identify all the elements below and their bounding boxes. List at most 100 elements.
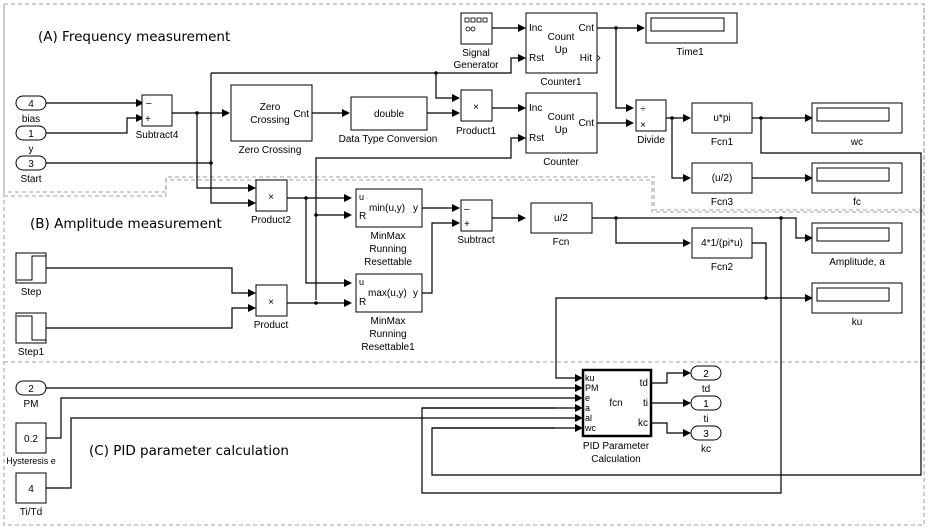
block-label: Resettable1 <box>361 342 415 353</box>
block-expression: max(u,y) <box>368 288 407 299</box>
display-fc[interactable]: fc <box>811 162 903 208</box>
inport-bias[interactable]: 4 bias <box>15 95 47 125</box>
port-label-cnt: Cnt <box>293 109 309 120</box>
block-label: Zero Crossing <box>239 145 302 156</box>
block-text: Up <box>555 45 568 56</box>
counter1-block[interactable]: Inc Rst Count Up Cnt Hit Counter1 <box>525 12 601 88</box>
fcn3-block[interactable]: (u/2) Fcn3 <box>691 162 753 208</box>
pid-parameter-calculation-block[interactable]: ku PM e a al wc fcn td ti kc PID Paramet… <box>581 368 653 465</box>
port-label-rst: Rst <box>529 53 544 64</box>
section-title-amplitude: (B) Amplitude measurement <box>30 216 222 232</box>
port-label-al: al <box>585 413 592 423</box>
subtract-block[interactable]: – + Subtract <box>457 199 495 246</box>
constant-value: 0.2 <box>24 434 38 445</box>
constant-ti-td[interactable]: 4 Ti/Td <box>15 472 47 518</box>
block-text: Up <box>555 125 568 136</box>
subtract4-block[interactable]: – + Subtract4 <box>136 94 179 141</box>
divide-icon: ÷ <box>640 104 646 115</box>
region-b-amplitude <box>4 179 924 213</box>
section-title-frequency: (A) Frequency measurement <box>38 29 230 45</box>
inport-label: PM <box>24 399 39 410</box>
step1-block[interactable]: Step1 <box>15 312 47 358</box>
arrowheads <box>136 24 813 437</box>
port-label-rst: Rst <box>529 133 544 144</box>
signal-generator-block[interactable]: Signal Generator <box>453 12 499 71</box>
inport-y[interactable]: 1 y <box>15 125 47 155</box>
signal-wires <box>46 27 922 494</box>
port-label-u: u <box>359 277 364 287</box>
minus-sign: – <box>146 98 152 109</box>
hit-port-icon <box>596 54 601 62</box>
outport-label: td <box>702 384 710 395</box>
minmax-running-resettable1-block[interactable]: u R max(u,y) y MinMax Running Resettable… <box>355 273 423 353</box>
inport-number: 3 <box>28 159 34 170</box>
counter-block[interactable]: Inc Rst Count Up Cnt Counter <box>525 92 598 168</box>
block-label: Step1 <box>18 347 45 358</box>
block-label: MinMax <box>370 231 405 242</box>
block-text: double <box>374 109 404 120</box>
minmax-running-resettable-block[interactable]: u R min(u,y) y MinMax Running Resettable <box>355 188 423 268</box>
step-up-icon <box>17 255 46 281</box>
fcn1-block[interactable]: u*pi Fcn1 <box>691 102 753 148</box>
block-label: Fcn <box>553 237 570 248</box>
block-label: Running <box>369 329 406 340</box>
block-label: Time1 <box>676 47 704 58</box>
block-label: Calculation <box>591 454 640 465</box>
outport-td[interactable]: 2 td <box>690 365 722 395</box>
product2-block[interactable]: × Product2 <box>251 179 291 226</box>
fcn-block[interactable]: u/2 Fcn <box>530 202 593 248</box>
block-text: fcn <box>609 398 622 409</box>
divide-block[interactable]: ÷ × Divide <box>635 99 667 146</box>
port-label-inc: Inc <box>529 23 542 34</box>
step-block[interactable]: Step <box>15 252 47 298</box>
outport-ti[interactable]: 1 ti <box>690 395 722 425</box>
port-label-wc: wc <box>584 423 596 433</box>
step-down-icon <box>17 315 46 341</box>
constant-value: 4 <box>28 484 34 495</box>
block-label: Resettable <box>364 257 412 268</box>
zero-crossing-block[interactable]: Zero Crossing Cnt Zero Crossing <box>230 84 313 156</box>
outport-label: kc <box>701 444 711 455</box>
product-block[interactable]: × Product <box>254 284 289 331</box>
block-label: wc <box>850 137 863 148</box>
plus-sign: + <box>464 219 470 230</box>
section-title-pid: (C) PID parameter calculation <box>89 443 289 459</box>
constant-label: Hysteresis e <box>6 456 56 466</box>
fcn2-block[interactable]: 4*1/(pi*u) Fcn2 <box>691 227 753 273</box>
port-label-e: e <box>585 393 590 403</box>
display-ku[interactable]: ku <box>811 282 903 328</box>
block-expression: 4*1/(pi*u) <box>701 238 743 249</box>
port-label-r: R <box>359 297 366 308</box>
display-time1[interactable]: Time1 <box>645 12 738 58</box>
block-expression: u/2 <box>554 213 568 224</box>
block-label: Step <box>21 287 42 298</box>
port-label-r: R <box>359 211 366 222</box>
block-label: Running <box>369 244 406 255</box>
outport-number: 2 <box>703 369 709 380</box>
port-label-inc: Inc <box>529 103 542 114</box>
block-label: Subtract4 <box>136 130 179 141</box>
block-expression: min(u,y) <box>369 203 405 214</box>
inport-pm[interactable]: 2 PM <box>15 380 47 410</box>
inport-start[interactable]: 3 Start <box>15 155 47 185</box>
block-label: MinMax <box>370 316 405 327</box>
outport-kc[interactable]: 3 kc <box>690 425 722 455</box>
constant-hysteresis[interactable]: 0.2 Hysteresis e <box>6 422 56 466</box>
block-label: fc <box>853 197 861 208</box>
block-label: Amplitude, a <box>829 257 885 268</box>
inport-number: 4 <box>28 99 34 110</box>
block-label: PID Parameter <box>583 441 650 452</box>
multiply-icon: × <box>473 102 479 113</box>
block-label: Product <box>254 320 289 331</box>
display-wc[interactable]: wc <box>811 102 903 148</box>
inport-number: 2 <box>28 384 34 395</box>
junction-dots <box>195 26 783 305</box>
block-label: Product1 <box>456 126 496 137</box>
port-label-ti: ti <box>643 398 648 409</box>
data-type-conversion-block[interactable]: double Data Type Conversion <box>339 96 438 145</box>
display-amplitude[interactable]: Amplitude, a <box>811 222 903 268</box>
block-text: Crossing <box>250 115 289 126</box>
block-label: Counter <box>543 157 579 168</box>
product1-block[interactable]: × Product1 <box>456 89 496 137</box>
